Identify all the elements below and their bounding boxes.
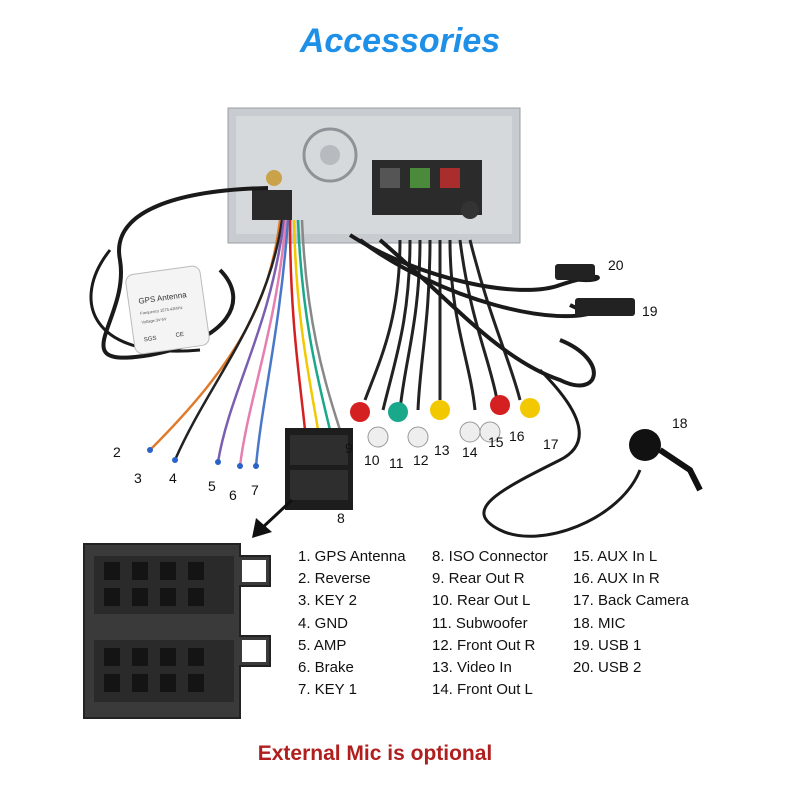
gps-antenna: GPS Antenna Frequency 1575.42MHz Voltage… [125,265,210,355]
mic [482,368,703,538]
legend-item: 9. Rear Out R [432,570,525,588]
rca-plugs [350,395,540,448]
gps-label-voltage: Voltage:3V-5V [141,316,167,325]
gps-label-frequency: Frequency 1575.42MHz [140,305,183,316]
footer-note: External Mic is optional [257,742,493,765]
legend-item: 3. KEY 2 [298,592,357,610]
callout-19: 19 [642,303,658,319]
rca-cables [363,239,522,411]
legend-item: 17. Back Camera [573,592,689,610]
callout-12: 12 [413,452,429,468]
legend-item: 14. Front Out L [432,681,533,699]
callout-8: 8 [337,510,345,526]
callout-7: 7 [251,482,259,498]
legend-item: 13. Video In [432,658,512,676]
legend-column-2: 8. ISO Connector 9. Rear Out R 10. Rear … [432,546,548,701]
callout-2: 2 [113,444,121,460]
callout-5: 5 [208,478,216,494]
callout-4: 4 [169,470,177,486]
usb-2-plug [555,264,595,280]
legend-item: 20. USB 2 [573,658,642,676]
legend-item: 6. Brake [298,658,354,676]
usb-1-plug [575,298,635,316]
callout-10: 10 [364,452,380,468]
legend-item: 2. Reverse [298,570,371,588]
page-title: Accessories [299,22,501,60]
legend-item: 5. AMP [298,636,347,654]
callout-6: 6 [229,487,237,503]
legend-item: 15. AUX In L [573,548,658,565]
legend-item: 16. AUX In R [573,570,660,588]
legend-item: 7. KEY 1 [298,681,357,699]
legend-item: 18. MIC [573,614,626,632]
legend-item: 8. ISO Connector [432,548,548,565]
callout-20: 20 [608,257,624,273]
callout-9: 9 [345,440,353,456]
wire-harness [149,219,342,467]
gps-label-ce: CE [175,332,184,339]
callout-13: 13 [434,442,450,458]
legend-item: 1. GPS Antenna [298,548,406,565]
legend-item: 10. Rear Out L [432,592,531,610]
callout-16: 16 [509,428,525,444]
callout-11: 11 [389,455,404,471]
legend-item: 19. USB 1 [573,636,642,654]
callout-14: 14 [462,444,478,460]
callout-15: 15 [488,434,504,450]
legend-item: 11. Subwoofer [432,614,528,632]
pointer-arrow [252,498,294,538]
iso-connector-diagram [83,543,271,719]
legend-item: 4. GND [298,614,349,632]
legend-item: 12. Front Out R [432,636,536,654]
callout-17: 17 [543,436,559,452]
callout-3: 3 [134,470,142,486]
wire-tips [147,447,259,469]
legend-column-3: 15. AUX In L 16. AUX In R 17. Back Camer… [573,546,689,679]
legend-column-1: 1. GPS Antenna 2. Reverse 3. KEY 2 4. GN… [298,546,406,701]
head-unit [227,107,521,244]
gps-label-sgs: SGS [144,336,157,344]
callout-18: 18 [672,415,688,431]
